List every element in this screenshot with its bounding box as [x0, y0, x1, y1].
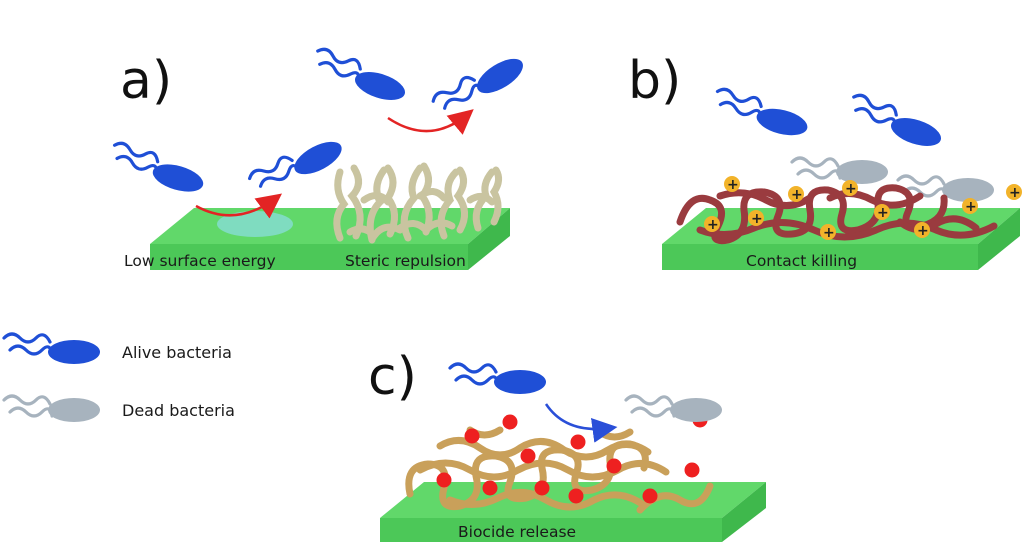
- legend-dead-label: Dead bacteria: [122, 401, 235, 420]
- svg-text:+: +: [707, 217, 719, 233]
- charge-6: +: [842, 180, 858, 197]
- svg-text:+: +: [917, 223, 929, 239]
- alive-bacterium-a1: [105, 139, 210, 199]
- svg-text:+: +: [751, 211, 763, 227]
- biocide-dot: [520, 448, 536, 464]
- bounce-arrow-steric: [387, 109, 474, 135]
- charge-4: +: [788, 186, 804, 203]
- charge-2: +: [704, 216, 720, 233]
- svg-text:+: +: [727, 177, 739, 193]
- svg-text:+: +: [823, 225, 835, 241]
- biocide-dot: [534, 480, 550, 496]
- biocide-dot: [464, 428, 480, 444]
- contact-killing-polymer: [676, 184, 998, 245]
- charge-3: +: [748, 210, 764, 227]
- steric-brush: [333, 162, 503, 244]
- panel-c: c): [368, 347, 766, 542]
- legend-alive-icon: [2, 332, 102, 366]
- panel-a: a): [105, 45, 531, 270]
- biocide-dot: [436, 472, 452, 488]
- biocide-dot: [570, 434, 586, 450]
- biocide-dot: [568, 488, 584, 504]
- caption-contact-killing: Contact killing: [746, 252, 857, 270]
- alive-bacterium-a3: [308, 45, 412, 108]
- svg-text:+: +: [791, 187, 803, 203]
- legend-dead-icon: [2, 394, 102, 424]
- caption-low-surface-energy: Low surface energy: [124, 252, 276, 270]
- alive-bacterium-b2: [844, 91, 948, 154]
- caption-biocide-release: Biocide release: [458, 523, 576, 541]
- legend-alive-label: Alive bacteria: [122, 343, 232, 362]
- panel-a-label: a): [120, 51, 172, 111]
- alive-bacterium-b1: [709, 86, 814, 142]
- alive-bacterium-a4: [429, 45, 531, 125]
- killing-arrow: [544, 403, 618, 443]
- charge-5: +: [820, 224, 836, 241]
- panel-b: b) + + + + + + + + + +: [628, 51, 1022, 270]
- panel-b-surface: [662, 208, 1020, 270]
- cationic-charges: + + + + + + + + + +: [704, 176, 1022, 241]
- biocide-dot: [502, 414, 518, 430]
- alive-bacterium-c1: [448, 362, 548, 396]
- svg-text:+: +: [965, 199, 977, 215]
- panel-b-label: b): [628, 51, 681, 111]
- svg-text:+: +: [877, 205, 889, 221]
- biocide-dot: [684, 462, 700, 478]
- bounce-arrow-low-energy: [195, 193, 283, 219]
- charge-8: +: [914, 222, 930, 239]
- svg-text:+: +: [845, 181, 857, 197]
- biocide-dot: [482, 480, 498, 496]
- charge-9: +: [962, 198, 978, 215]
- svg-text:+: +: [1009, 185, 1021, 201]
- dead-bacterium-b1: [790, 156, 890, 186]
- legend: Alive bacteria Dead bacteria: [2, 332, 235, 424]
- charge-7: +: [874, 204, 890, 221]
- panel-c-label: c): [368, 347, 417, 407]
- biocide-particles: [436, 412, 708, 504]
- biocide-dot: [642, 488, 658, 504]
- biocide-dot: [606, 458, 622, 474]
- charge-10: +: [1006, 184, 1022, 201]
- alive-bacterium-a2: [246, 128, 349, 204]
- caption-steric-repulsion: Steric repulsion: [345, 252, 466, 270]
- charge-1: +: [724, 176, 740, 193]
- dead-bacterium-c1: [624, 394, 724, 424]
